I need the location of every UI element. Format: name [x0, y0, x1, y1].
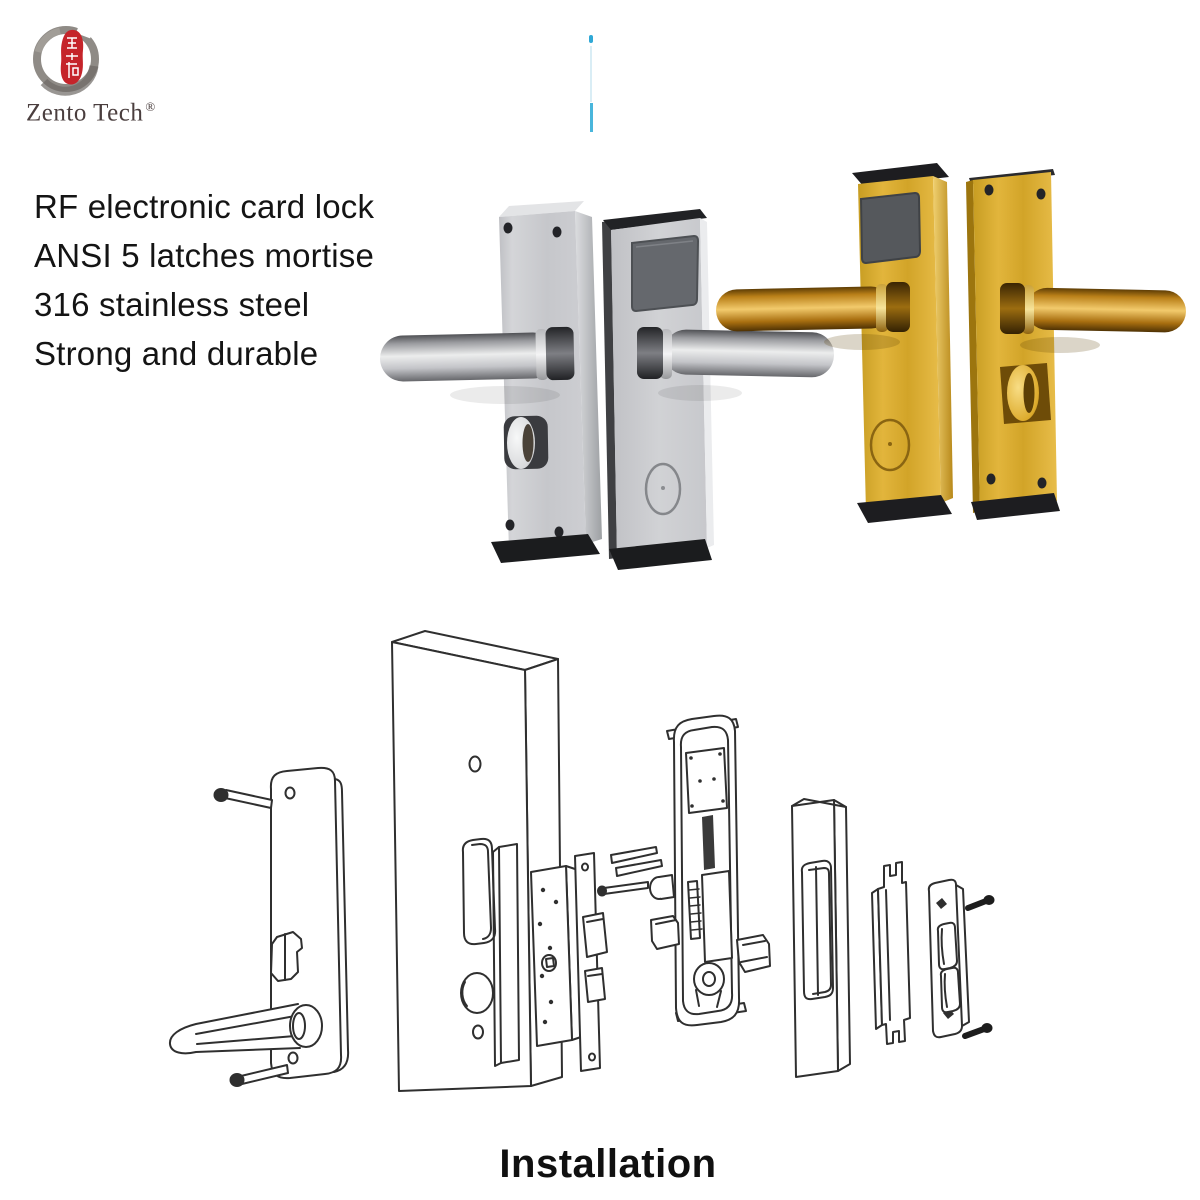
diagram-interior-escutcheon: [168, 766, 350, 1087]
silver-lock-exterior-panel: [602, 209, 834, 570]
screw-icon: [984, 184, 1047, 489]
gold-interior-handle: [1000, 283, 1186, 334]
diagram-lever-handle: [168, 1003, 323, 1055]
gold-lock: [716, 163, 1186, 523]
gold-exterior-handle: [716, 282, 910, 332]
diagram-strike-plate: [927, 878, 995, 1039]
installation-caption: Installation: [499, 1142, 717, 1186]
logo-seal-icon: [60, 29, 84, 85]
diagram-screw-icon: [213, 788, 289, 1087]
rfid-card-reader-window: [631, 234, 700, 313]
rfid-card-reader-window: [859, 191, 922, 265]
end-cap: [857, 495, 952, 523]
feature-line: RF electronic card lock: [34, 188, 375, 225]
end-cap: [971, 493, 1060, 520]
screw-icon: [503, 222, 564, 538]
silver-thumbturn: [503, 415, 549, 470]
end-cap: [603, 209, 707, 230]
card-sensor-ring: [644, 462, 682, 516]
end-cap: [491, 534, 600, 563]
diagram-thumbturn: [270, 931, 303, 982]
brand-wordmark: Zento Tech®: [26, 99, 156, 127]
gold-thumbturn: [1000, 363, 1051, 424]
logo-enso-icon: [33, 20, 99, 96]
brand-name: Zento Tech: [26, 99, 144, 127]
registered-trademark-symbol: ®: [145, 99, 156, 114]
gold-lock-interior-panel: [966, 169, 1186, 520]
diagram-mortise-lock: [492, 843, 675, 1072]
diagram-dust-box: [791, 798, 851, 1078]
diagram-spindle-and-screws: [597, 846, 675, 900]
card-sensor-ring: [869, 418, 911, 472]
diagram-latch-bolt: [582, 912, 608, 958]
silver-exterior-handle: [637, 327, 834, 379]
feature-list: RF electronic card lock ANSI 5 latches m…: [34, 182, 374, 378]
feature-line: Strong and durable: [34, 335, 319, 372]
diagram-deadbolt: [584, 967, 606, 1003]
silver-interior-handle: [380, 326, 575, 382]
end-cap: [609, 539, 712, 570]
blue-artifact-line: [589, 35, 593, 132]
diagram-strike-box: [871, 861, 911, 1045]
diagram-faceplate: [574, 852, 601, 1072]
feature-line: ANSI 5 latches mortise: [34, 237, 375, 274]
gold-lock-exterior-panel: [716, 163, 953, 523]
diagram-lock-module: [650, 714, 771, 1027]
installation-diagram: [168, 630, 995, 1092]
end-cap: [852, 163, 949, 187]
silver-lock: [380, 201, 834, 570]
feature-line: 316 stainless steel: [34, 286, 310, 323]
diagram-screw-icon: [962, 895, 995, 1039]
silver-lock-interior-panel: [380, 201, 602, 563]
